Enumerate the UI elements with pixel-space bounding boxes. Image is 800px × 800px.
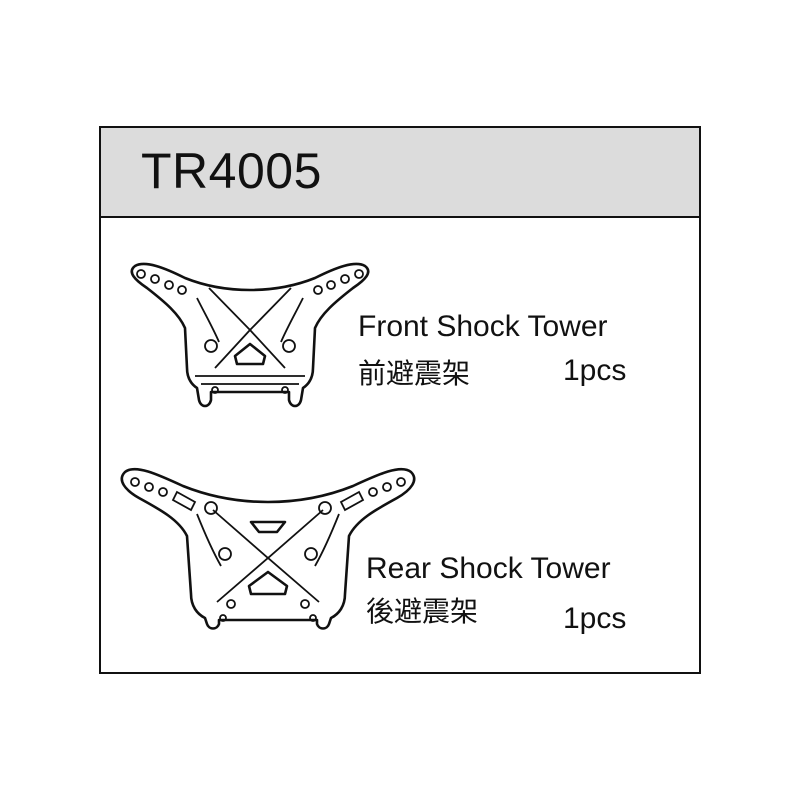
card-header: TR4005	[101, 128, 699, 218]
rear-part-name: Rear Shock Tower	[366, 552, 611, 585]
front-shock-tower-illustration	[130, 262, 370, 408]
rear-part-qty: 1pcs	[563, 602, 627, 635]
front-part-name-cn: 前避震架	[358, 357, 471, 390]
part-number: TR4005	[141, 143, 322, 199]
rear-part-name-cn: 後避震架	[366, 595, 479, 628]
front-part-name: Front Shock Tower	[358, 310, 608, 343]
rear-shock-tower-illustration	[120, 467, 416, 630]
front-part-qty: 1pcs	[563, 354, 627, 387]
